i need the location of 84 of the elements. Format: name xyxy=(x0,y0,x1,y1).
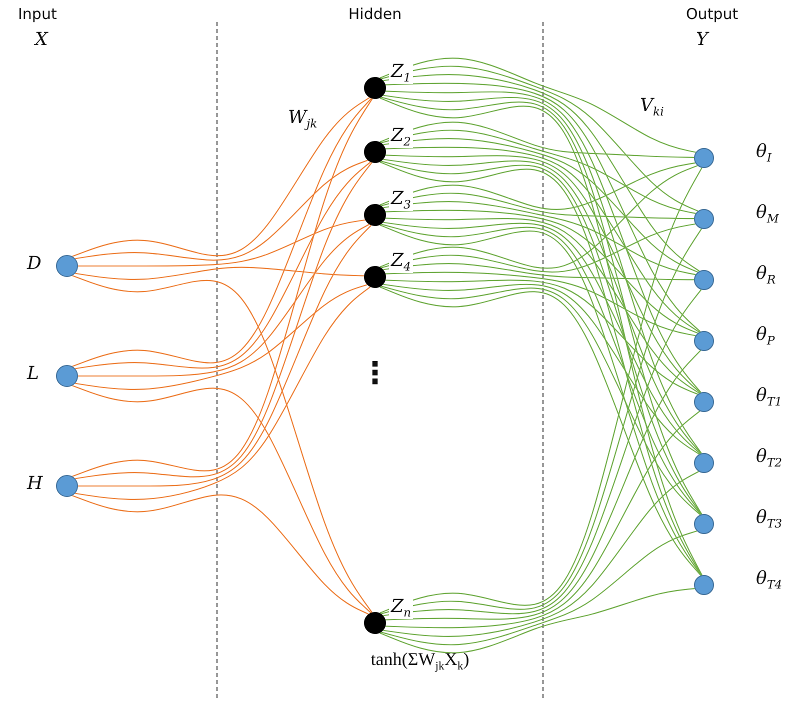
output-neuron xyxy=(694,331,714,351)
hidden-neuron xyxy=(364,612,386,634)
hidden-neuron xyxy=(364,141,386,163)
connection-line xyxy=(386,90,702,393)
connection-line xyxy=(72,494,369,615)
layer-title: Hidden xyxy=(348,6,402,22)
connection-line xyxy=(75,160,368,261)
output-neuron xyxy=(694,392,714,412)
neuron-label: θ$_{T4}$ xyxy=(754,569,784,592)
layer-title: Output xyxy=(686,6,738,22)
hidden-neuron xyxy=(364,77,386,99)
weight-label: W$_{jk}$ xyxy=(288,108,318,130)
connection-line xyxy=(383,138,698,273)
connection-line xyxy=(380,58,696,153)
connection-line xyxy=(386,82,701,332)
neuron-label: θ$_{M}$ xyxy=(754,203,781,226)
weight-label: V$_{ki}$ xyxy=(640,96,664,118)
connection-line xyxy=(380,530,698,646)
neuron-label: Z$_{1}$ xyxy=(389,62,413,84)
hidden-neuron xyxy=(364,266,386,288)
neuron-label: Z$_{4}$ xyxy=(389,251,413,274)
connection-line xyxy=(75,284,368,390)
connection-line xyxy=(380,224,702,515)
connection-line xyxy=(380,160,702,515)
output-neuron xyxy=(694,209,714,229)
connection-line xyxy=(383,94,702,454)
connection-line xyxy=(380,223,696,273)
neuron-label: θ$_{T3}$ xyxy=(754,508,784,530)
variable-label: Y xyxy=(696,30,708,50)
output-neuron xyxy=(694,514,714,534)
connection-line xyxy=(386,350,702,620)
input-neuron xyxy=(56,475,78,497)
input-neuron xyxy=(56,365,78,387)
hidden-neuron xyxy=(364,204,386,226)
neuron-label: θ$_{P}$ xyxy=(754,325,777,348)
connection-line xyxy=(386,218,700,394)
connection-line xyxy=(75,162,371,370)
variable-label: X xyxy=(35,30,48,50)
connection-line xyxy=(78,224,370,377)
connection-line xyxy=(75,286,371,500)
neuron-label: Z$_{n}$ xyxy=(389,597,414,620)
output-neuron xyxy=(694,453,714,473)
connection-line xyxy=(72,98,372,367)
connection-line xyxy=(72,97,370,257)
input-neuron xyxy=(56,255,78,277)
connection-line xyxy=(383,471,699,638)
connection-line xyxy=(72,98,373,477)
connection-line xyxy=(75,162,372,480)
connection-line xyxy=(380,588,695,654)
connection-line xyxy=(386,410,700,628)
activation-formula: tanh(ΣW$_{jk}$X$_{k}$) xyxy=(370,650,470,674)
output-neuron xyxy=(694,270,714,290)
connection-line xyxy=(383,74,700,272)
connection-line xyxy=(386,272,696,336)
output-neuron xyxy=(694,148,714,168)
neuron-label: Z$_{2}$ xyxy=(389,126,413,148)
neuron-label: θ$_{T2}$ xyxy=(754,447,784,470)
connection-line xyxy=(386,280,698,395)
connection-line xyxy=(78,224,372,487)
connection-line xyxy=(380,122,694,158)
layer-title: Input xyxy=(18,6,57,22)
neuron-label: Z$_{3}$ xyxy=(389,189,413,212)
connection-line xyxy=(75,266,364,280)
connection-line xyxy=(380,66,698,212)
connection-line xyxy=(380,165,698,269)
connection-line xyxy=(383,158,702,454)
connection-line xyxy=(383,222,701,454)
neuron-label: θ$_{I}$ xyxy=(754,142,774,164)
connection-line xyxy=(78,219,366,267)
output-neuron xyxy=(694,575,714,595)
connection-line xyxy=(72,275,372,613)
connection-line xyxy=(72,385,372,614)
ellipsis-label: ⋮ xyxy=(360,357,390,390)
connection-line xyxy=(386,210,698,334)
connection-line xyxy=(383,201,696,276)
connection-line xyxy=(386,154,701,394)
connection-line xyxy=(380,130,696,214)
neuron-label: θ$_{R}$ xyxy=(754,264,778,286)
connection-line xyxy=(383,263,694,280)
connection-line xyxy=(380,162,696,210)
connection-line xyxy=(383,284,700,455)
connection-line xyxy=(380,192,694,220)
connection-line xyxy=(380,286,701,516)
connection-line xyxy=(386,146,700,333)
